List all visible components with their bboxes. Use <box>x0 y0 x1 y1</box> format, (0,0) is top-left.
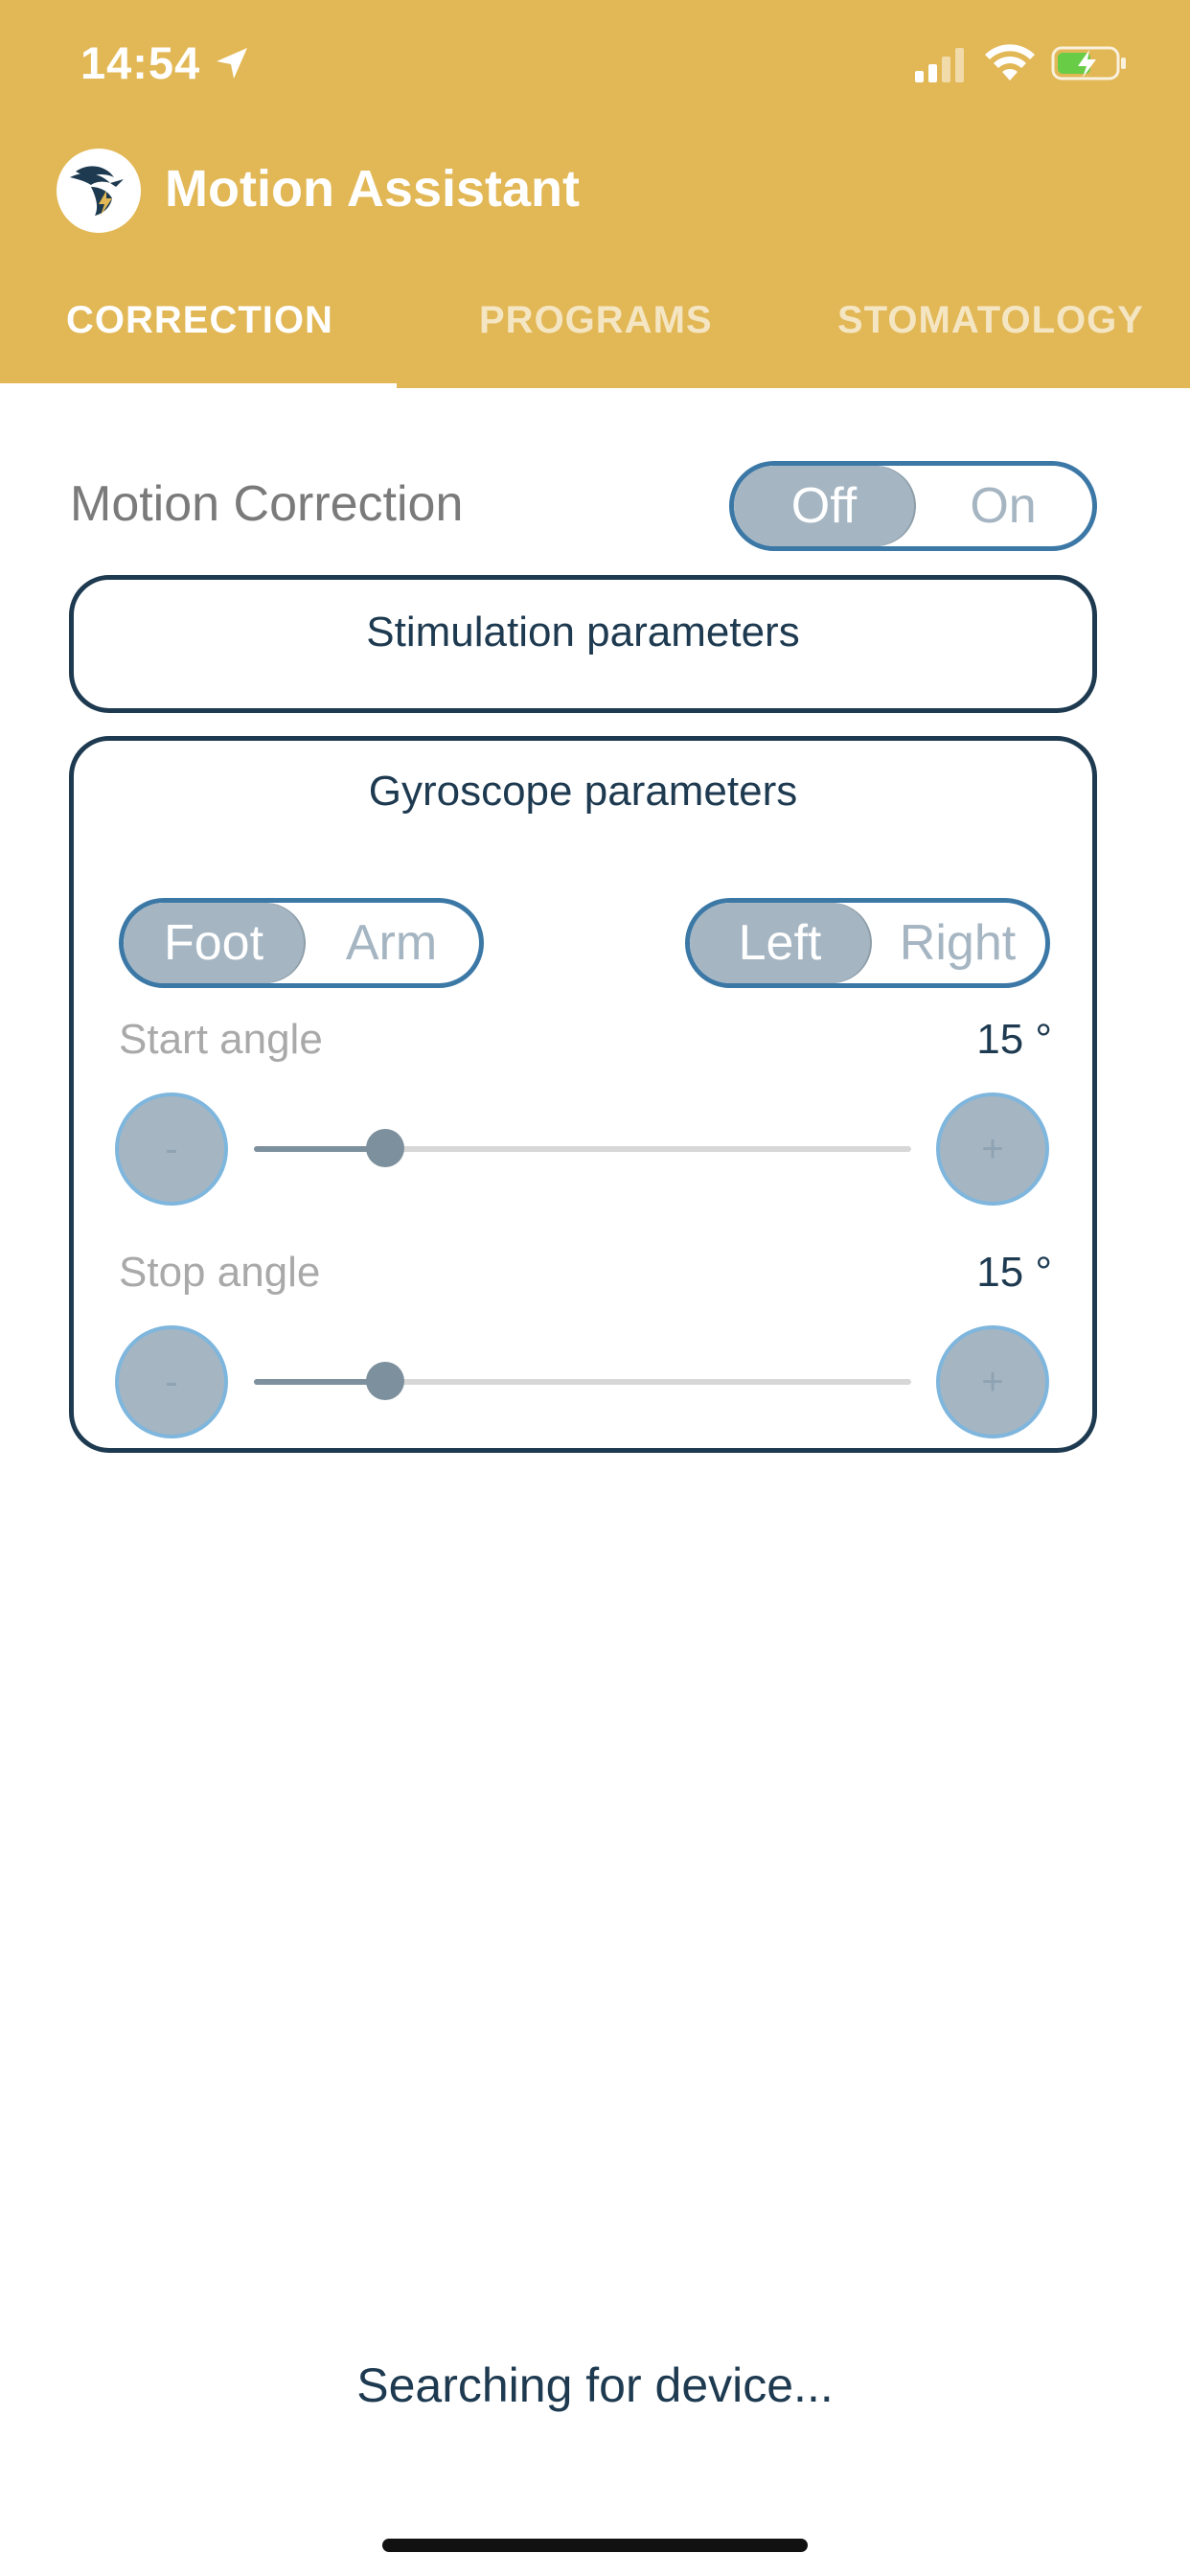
toggle-off-option[interactable]: Off <box>734 466 914 546</box>
motion-correction-toggle[interactable]: Off On <box>729 461 1097 551</box>
limb-option-arm[interactable]: Arm <box>345 915 438 971</box>
stimulation-parameters-button[interactable]: Stimulation parameters <box>69 575 1097 713</box>
device-search-status: Searching for device... <box>356 2358 834 2412</box>
start-angle-slider[interactable] <box>254 1129 911 1167</box>
cellular-signal-icon <box>915 48 964 82</box>
slider-track <box>254 1379 911 1385</box>
start-angle-decrease-button[interactable]: - <box>115 1092 228 1206</box>
stop-angle-decrease-button[interactable]: - <box>115 1325 228 1438</box>
app-title: Motion Assistant <box>165 160 581 218</box>
limb-selector[interactable]: Foot Arm <box>119 898 484 988</box>
location-arrow-icon <box>217 48 247 79</box>
stop-angle-value: 15 ° <box>976 1249 1052 1296</box>
wifi-icon <box>985 44 1035 80</box>
gyroscope-parameters-title: Gyroscope parameters <box>368 768 798 815</box>
toggle-on-option[interactable]: On <box>970 478 1037 534</box>
slider-fill <box>254 1379 386 1385</box>
slider-track <box>254 1146 911 1152</box>
side-option-left[interactable]: Left <box>690 903 870 983</box>
status-time: 14:54 <box>80 37 201 88</box>
stop-angle-label: Stop angle <box>119 1249 321 1296</box>
slider-thumb[interactable] <box>366 1362 405 1400</box>
side-option-right[interactable]: Right <box>899 915 1017 971</box>
slider-fill <box>254 1146 386 1152</box>
app-logo <box>57 149 141 233</box>
start-angle-increase-button[interactable]: + <box>936 1092 1049 1206</box>
motion-correction-label: Motion Correction <box>70 476 464 532</box>
battery-charging-icon <box>1051 46 1126 80</box>
stop-angle-slider[interactable] <box>254 1362 911 1400</box>
home-indicator <box>382 2539 808 2552</box>
stop-angle-increase-button[interactable]: + <box>936 1325 1049 1438</box>
start-angle-label: Start angle <box>119 1016 323 1063</box>
limb-option-foot[interactable]: Foot <box>124 903 304 983</box>
gyroscope-parameters-panel: Gyroscope parameters Foot Arm Left Right… <box>69 736 1097 1453</box>
tab-selected-indicator <box>0 383 397 390</box>
tab-stomatology[interactable]: STOMATOLOGY <box>837 299 1144 341</box>
tab-correction[interactable]: CORRECTION <box>66 299 333 341</box>
app-header: 14:54 Motion Assistant CORRECTION PROGRA… <box>0 0 1190 390</box>
tab-programs[interactable]: PROGRAMS <box>479 299 713 341</box>
slider-thumb[interactable] <box>366 1129 405 1167</box>
start-angle-value: 15 ° <box>976 1016 1052 1063</box>
stimulation-parameters-title: Stimulation parameters <box>366 609 800 656</box>
side-selector[interactable]: Left Right <box>685 898 1050 988</box>
